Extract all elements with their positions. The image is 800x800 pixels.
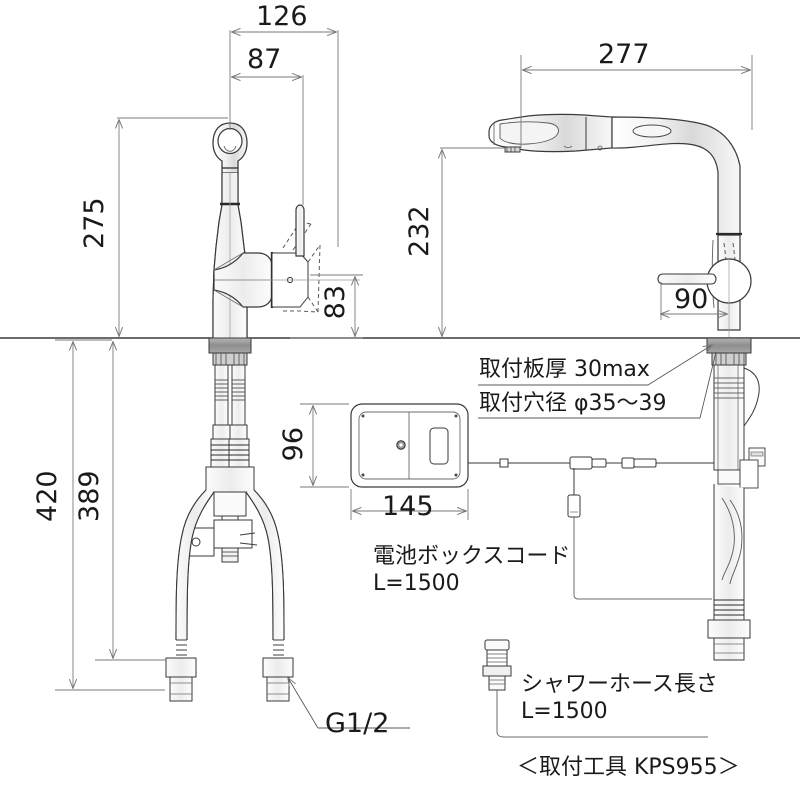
note-plate-thickness: 取付板厚 30max [479, 357, 650, 382]
dim-277: 277 [598, 39, 650, 70]
dim-145: 145 [382, 491, 434, 522]
battery-cord-routing [468, 456, 714, 600]
dim-232: 232 [403, 205, 435, 257]
shower-hose-connector [482, 639, 708, 738]
dimension-lines [55, 30, 753, 691]
leader-lines [288, 345, 717, 729]
note-battery-cord-line2: L=1500 [373, 571, 460, 596]
note-hole-diameter: 取付穴径 φ35〜39 [479, 391, 667, 416]
dim-87: 87 [247, 44, 282, 75]
note-battery-cord-line1: 電池ボックスコード [373, 544, 571, 569]
dim-389: 389 [73, 470, 105, 522]
note-shower-hose-line2: L=1500 [521, 699, 608, 724]
dim-83: 83 [319, 285, 351, 320]
note-thread-spec: G1/2 [325, 708, 390, 739]
dim-126: 126 [256, 1, 308, 32]
battery-box [350, 403, 469, 488]
front-view-faucet [165, 122, 360, 702]
side-view-faucet [488, 113, 766, 661]
dim-90: 90 [674, 284, 709, 315]
note-shower-hose-line1: シャワーホース長さ [521, 672, 718, 697]
dim-275: 275 [78, 197, 110, 249]
note-mounting-tool: ＜取付工具 KPS955＞ [517, 755, 740, 780]
dim-96: 96 [277, 427, 309, 462]
dim-420: 420 [31, 470, 63, 522]
